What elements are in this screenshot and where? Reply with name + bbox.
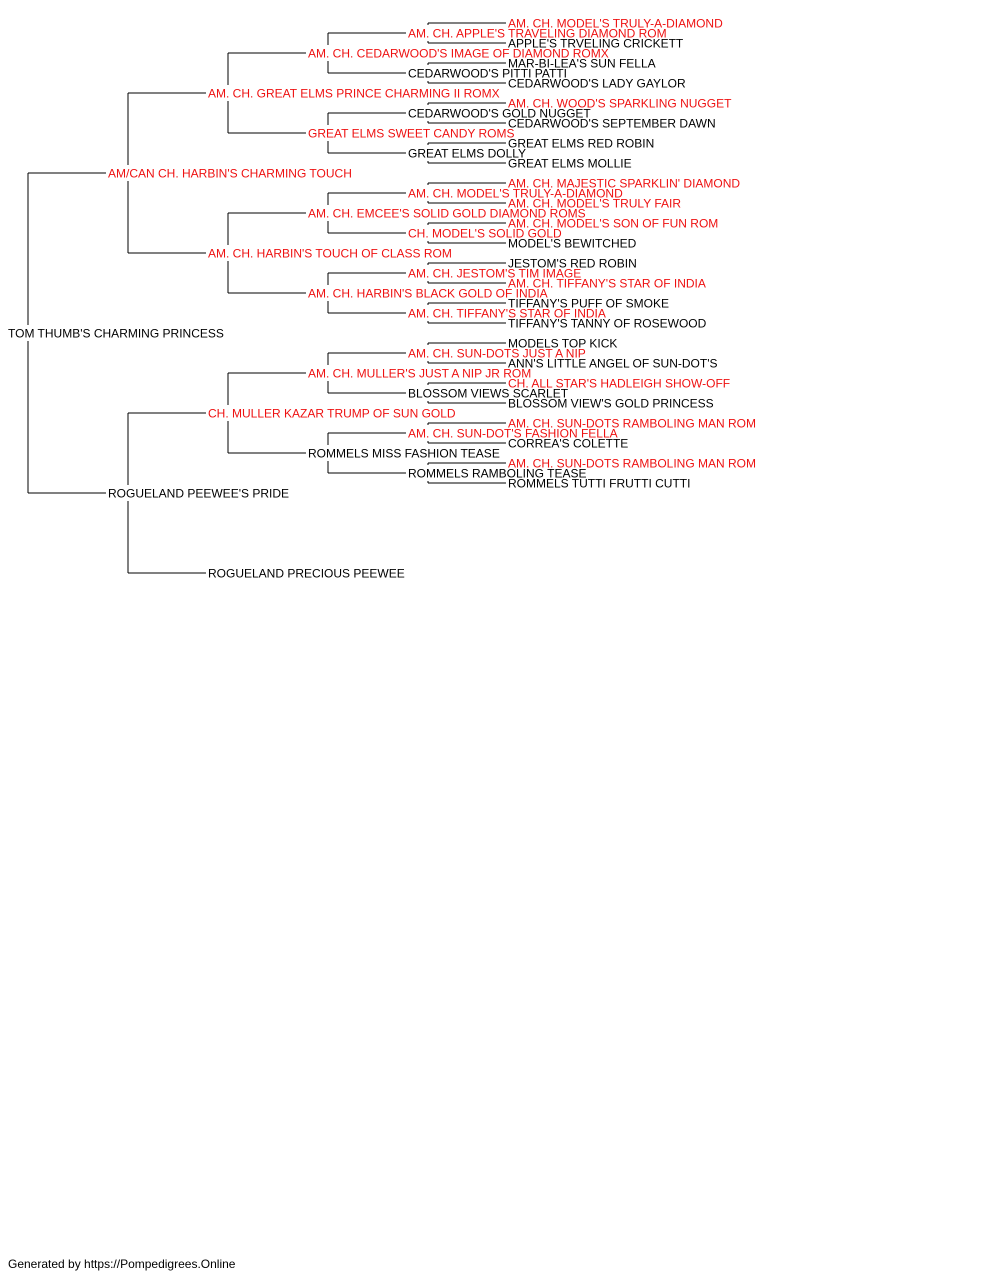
sire-name-am-ch-sun-dots-ramboling-man-rom: AM. CH. SUN-DOTS RAMBOLING MAN ROM: [508, 457, 756, 471]
sire-name-am-ch-jestom-s-tim-image: AM. CH. JESTOM'S TIM IMAGE: [408, 267, 581, 281]
sire-name-ch-muller-kazar-trump-of-sun-gold: CH. MULLER KAZAR TRUMP OF SUN GOLD: [208, 407, 456, 421]
dam-name-correa-s-colette: CORREA'S COLETTE: [508, 437, 628, 451]
dam-name-rommels-tutti-frutti-cutti: ROMMELS TUTTI FRUTTI CUTTI: [508, 477, 690, 491]
sire-name-am-ch-model-s-truly-a-diamond: AM. CH. MODEL'S TRULY-A-DIAMOND: [408, 187, 623, 201]
dam-name-apple-s-trveling-crickett: APPLE'S TRVELING CRICKETT: [508, 37, 684, 51]
dam-name-rommels-ramboling-tease: ROMMELS RAMBOLING TEASE: [408, 467, 586, 481]
sire-name-am-ch-majestic-sparklin-diamond: AM. CH. MAJESTIC SPARKLIN' DIAMOND: [508, 177, 740, 191]
dam-name-cedarwood-s-pitti-patti: CEDARWOOD'S PITTI PATTI: [408, 67, 567, 81]
dam-name-great-elms-mollie: GREAT ELMS MOLLIE: [508, 157, 632, 171]
sire-name-am-ch-cedarwood-s-image-of-diamond-romx: AM. CH. CEDARWOOD'S IMAGE OF DIAMOND ROM…: [308, 47, 609, 61]
dam-name-am-ch-tiffany-s-star-of-india: AM. CH. TIFFANY'S STAR OF INDIA: [408, 307, 606, 321]
sire-name-mar-bi-lea-s-sun-fella: MAR-BI-LEA'S SUN FELLA: [508, 57, 656, 71]
sire-name-am-ch-great-elms-prince-charming-ii-romx: AM. CH. GREAT ELMS PRINCE CHARMING II RO…: [208, 87, 500, 101]
dam-name-am-ch-tiffany-s-star-of-india: AM. CH. TIFFANY'S STAR OF INDIA: [508, 277, 706, 291]
dam-name-blossom-views-scarlet: BLOSSOM VIEWS SCARLET: [408, 387, 569, 401]
dam-name-ch-model-s-solid-gold: CH. MODEL'S SOLID GOLD: [408, 227, 562, 241]
sire-name-models-top-kick: MODELS TOP KICK: [508, 337, 617, 351]
dam-name-rogueland-peewee-s-pride: ROGUELAND PEEWEE'S PRIDE: [108, 487, 289, 501]
sire-name-am-ch-wood-s-sparkling-nugget: AM. CH. WOOD'S SPARKLING NUGGET: [508, 97, 732, 111]
dam-name-cedarwood-s-lady-gaylor: CEDARWOOD'S LADY GAYLOR: [508, 77, 686, 91]
sire-name-ch-all-star-s-hadleigh-show-off: CH. ALL STAR'S HADLEIGH SHOW-OFF: [508, 377, 730, 391]
dam-name-rommels-miss-fashion-tease: ROMMELS MISS FASHION TEASE: [308, 447, 500, 461]
dam-name-great-elms-sweet-candy-roms: GREAT ELMS SWEET CANDY ROMS: [308, 127, 514, 141]
footer-credit: Generated by https://Pompedigrees.Online: [8, 1257, 236, 1271]
dam-name-blossom-view-s-gold-princess: BLOSSOM VIEW'S GOLD PRINCESS: [508, 397, 714, 411]
subject-name-tom-thumb-s-charming-princess: TOM THUMB'S CHARMING PRINCESS: [8, 327, 224, 341]
sire-name-great-elms-red-robin: GREAT ELMS RED ROBIN: [508, 137, 654, 151]
sire-name-tiffany-s-puff-of-smoke: TIFFANY'S PUFF OF SMOKE: [508, 297, 669, 311]
pedigree-tree: TOM THUMB'S CHARMING PRINCESS AM/CAN CH. …: [8, 17, 756, 581]
sire-name-am-ch-apple-s-traveling-diamond-rom: AM. CH. APPLE'S TRAVELING DIAMOND ROM: [408, 27, 667, 41]
sire-name-cedarwood-s-gold-nugget: CEDARWOOD'S GOLD NUGGET: [408, 107, 591, 121]
sire-name-am-ch-sun-dots-just-a-nip: AM. CH. SUN-DOTS JUST A NIP: [408, 347, 586, 361]
dam-name-model-s-bewitched: MODEL'S BEWITCHED: [508, 237, 637, 251]
sire-name-am-can-ch-harbin-s-charming-touch: AM/CAN CH. HARBIN'S CHARMING TOUCH: [108, 167, 352, 181]
sire-name-am-ch-sun-dots-ramboling-man-rom: AM. CH. SUN-DOTS RAMBOLING MAN ROM: [508, 417, 756, 431]
dam-name-am-ch-harbin-s-touch-of-class-rom: AM. CH. HARBIN'S TOUCH OF CLASS ROM: [208, 247, 452, 261]
dam-name-am-ch-model-s-truly-fair: AM. CH. MODEL'S TRULY FAIR: [508, 197, 681, 211]
dam-name-rogueland-precious-peewee: ROGUELAND PRECIOUS PEEWEE: [208, 567, 405, 581]
sire-name-jestom-s-red-robin: JESTOM'S RED ROBIN: [508, 257, 637, 271]
sire-name-am-ch-muller-s-just-a-nip-jr-rom: AM. CH. MULLER'S JUST A NIP JR ROM: [308, 367, 531, 381]
sire-name-am-ch-sun-dot-s-fashion-fella: AM. CH. SUN-DOT'S FASHION FELLA: [408, 427, 618, 441]
sire-name-am-ch-model-s-truly-a-diamond: AM. CH. MODEL'S TRULY-A-DIAMOND: [508, 17, 723, 31]
dam-name-am-ch-harbin-s-black-gold-of-india: AM. CH. HARBIN'S BLACK GOLD OF INDIA: [308, 287, 548, 301]
sire-name-am-ch-emcee-s-solid-gold-diamond-roms: AM. CH. EMCEE'S SOLID GOLD DIAMOND ROMS: [308, 207, 586, 221]
dam-name-great-elms-dolly: GREAT ELMS DOLLY: [408, 147, 526, 161]
dam-name-ann-s-little-angel-of-sun-dot-s: ANN'S LITTLE ANGEL OF SUN-DOT'S: [508, 357, 718, 371]
dam-name-tiffany-s-tanny-of-rosewood: TIFFANY'S TANNY OF ROSEWOOD: [508, 317, 707, 331]
dam-name-cedarwood-s-september-dawn: CEDARWOOD'S SEPTEMBER DAWN: [508, 117, 716, 131]
sire-name-am-ch-model-s-son-of-fun-rom: AM. CH. MODEL'S SON OF FUN ROM: [508, 217, 718, 231]
